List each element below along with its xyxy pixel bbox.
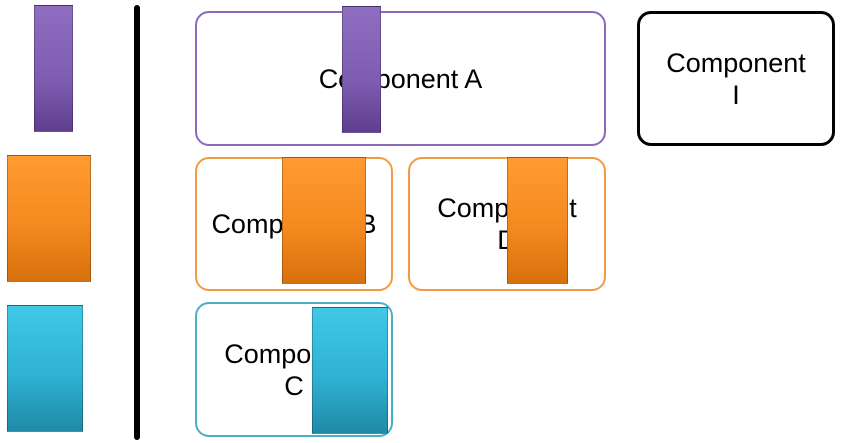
- component-i-box: Component I: [637, 11, 835, 146]
- legend-cyan-bar: [7, 305, 83, 432]
- legend-purple-bar: [34, 5, 73, 132]
- component-a-purple-bar: [342, 6, 381, 133]
- component-b-orange-bar: [282, 157, 366, 284]
- component-a-box: Component A: [195, 11, 606, 146]
- component-c-cyan-bar: [312, 307, 388, 434]
- component-a-label: Component A: [318, 63, 483, 94]
- component-d-orange-bar: [507, 157, 568, 284]
- vertical-divider: [134, 5, 140, 440]
- component-i-label: Component I: [666, 47, 806, 110]
- legend-orange-bar: [7, 155, 91, 282]
